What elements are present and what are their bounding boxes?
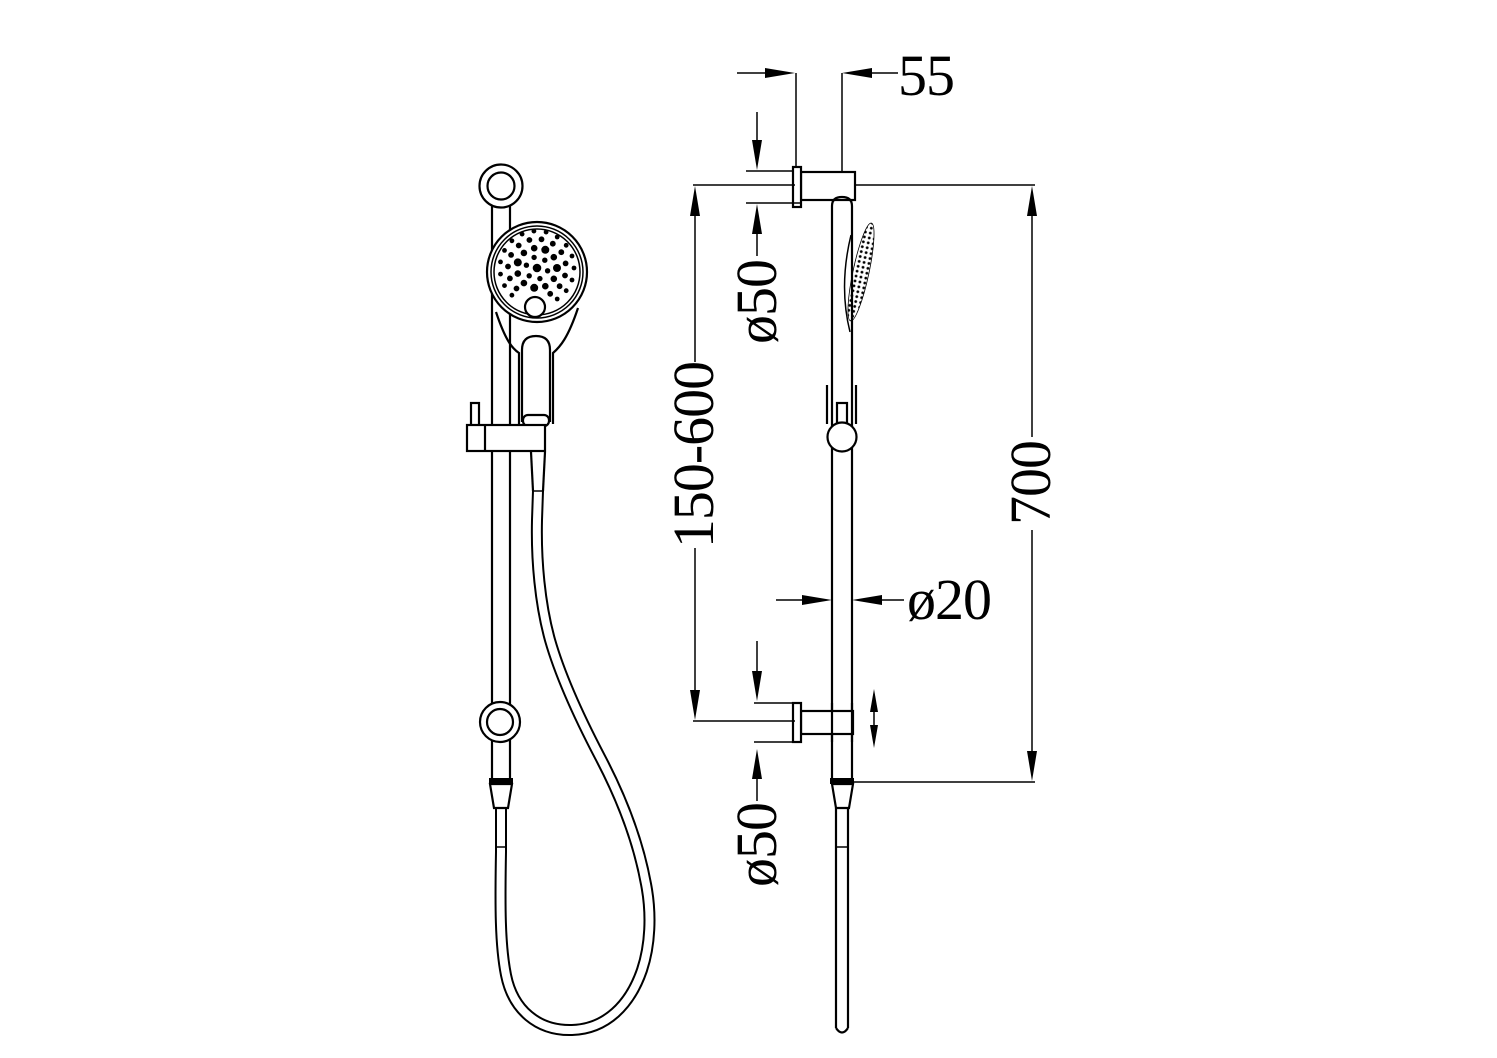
dimension-flange-top: ø50	[724, 112, 801, 344]
rail-bottom-fitting-front	[488, 778, 514, 810]
slider-bracket-front	[465, 423, 547, 453]
dimensions: 55 ø50 150-600	[661, 43, 1063, 887]
mode-button	[523, 295, 547, 319]
dim-label-700: 700	[998, 441, 1063, 525]
adjustability-arrows	[870, 689, 878, 748]
dimension-wall-offset: 55	[737, 43, 955, 172]
top-ring-bracket	[478, 163, 524, 209]
wall-bracket-top-side	[791, 165, 857, 209]
shower-head-front	[485, 220, 589, 324]
dimension-rail-diameter: ø20	[776, 567, 992, 632]
hose-connector-top	[529, 451, 547, 492]
shower-handle	[494, 307, 580, 428]
slider-side	[825, 385, 858, 453]
rail-bottom-fitting-side	[830, 778, 855, 1034]
dimension-flange-bottom: ø50	[724, 641, 801, 887]
shower-head-side	[843, 222, 875, 333]
dim-label-150-600: 150-600	[661, 362, 726, 548]
dim-label-dia50-bottom: ø50	[724, 803, 789, 887]
dim-label-55: 55	[898, 43, 954, 108]
rail-side	[830, 195, 854, 780]
dim-label-dia50-top: ø50	[724, 260, 789, 344]
slider-knob-front	[469, 401, 481, 429]
front-view	[465, 163, 656, 1037]
spray-nozzle-dots	[498, 228, 577, 302]
wall-bracket-bottom-side	[791, 701, 855, 744]
dim-label-dia20: ø20	[907, 567, 991, 632]
dimension-adjust-range: 150-600	[661, 184, 795, 722]
slider-knob-side	[826, 421, 858, 453]
dimension-total-height: 700	[854, 184, 1063, 783]
shower-hose	[494, 490, 656, 1037]
bottom-ring-bracket	[478, 700, 522, 744]
